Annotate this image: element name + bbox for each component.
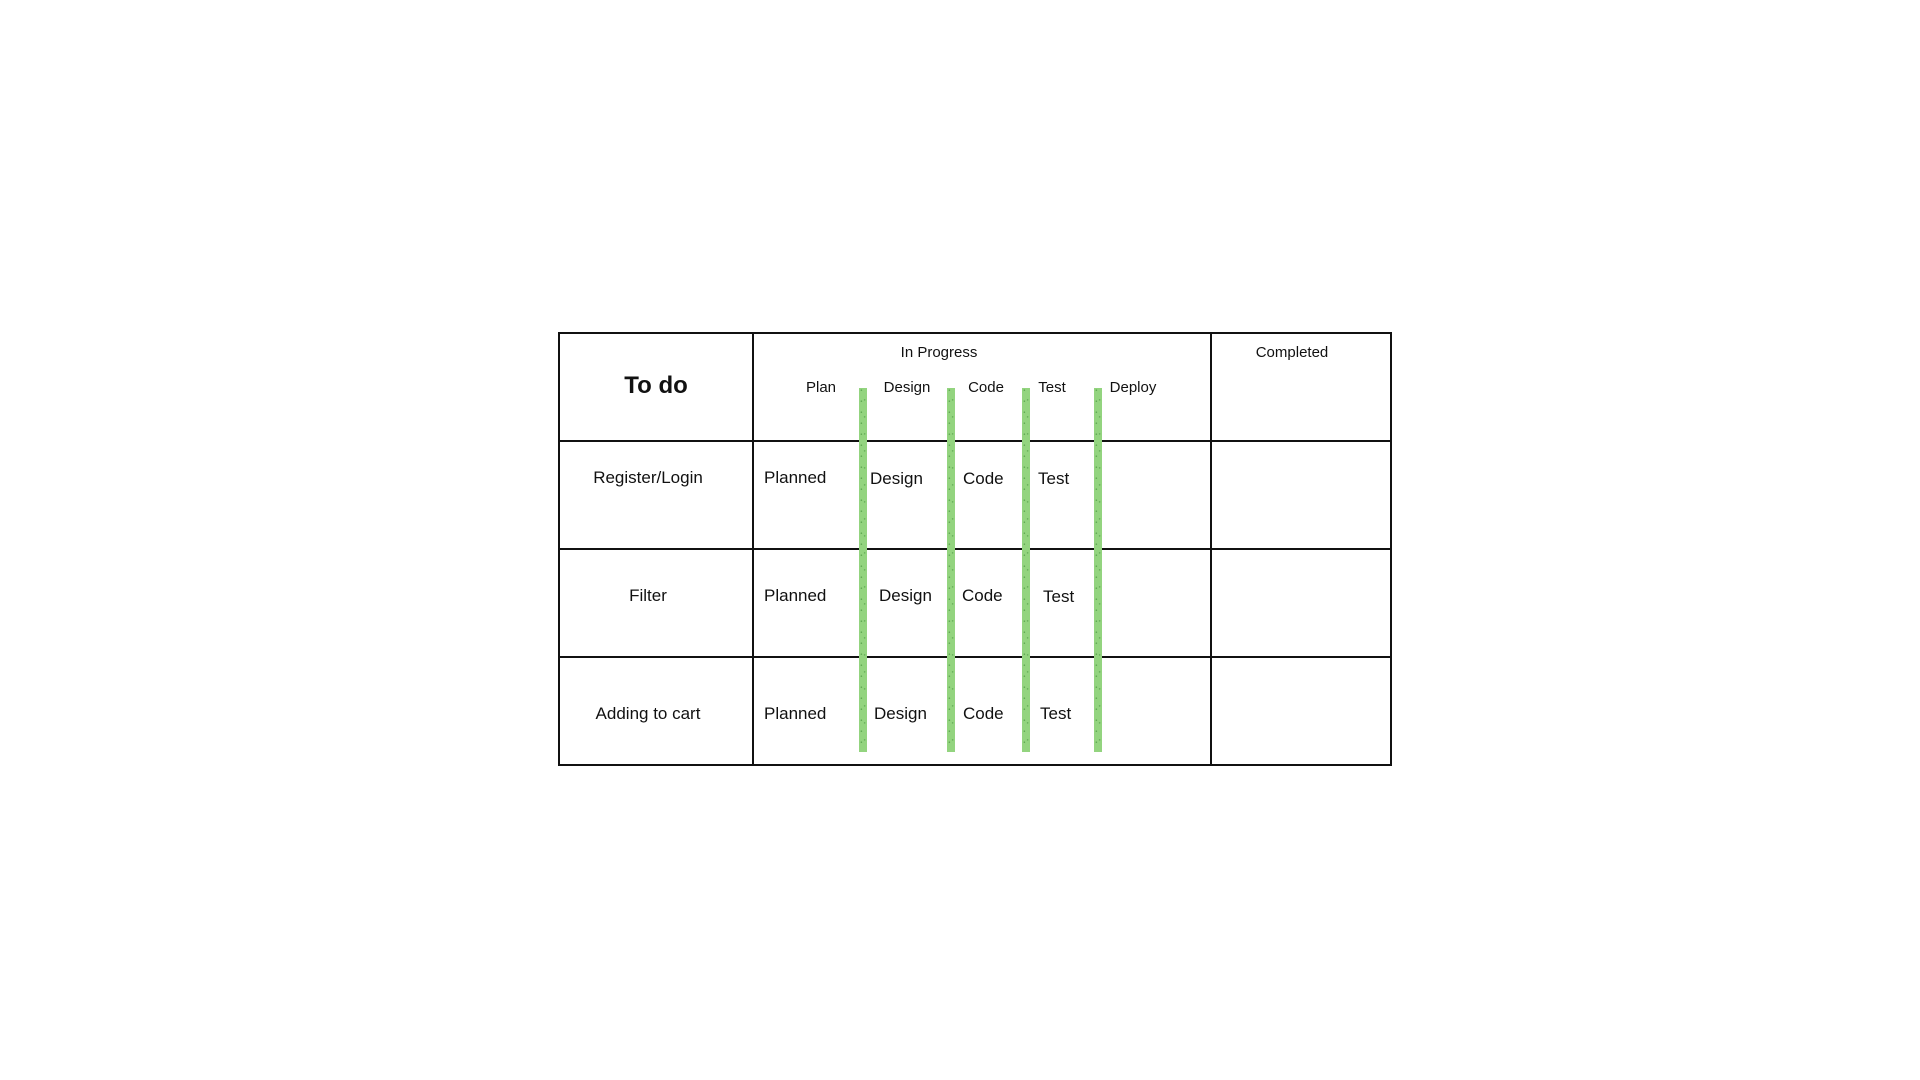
code-status: Code bbox=[962, 586, 1003, 605]
stage-divider-design-code bbox=[947, 388, 955, 752]
test-status: Test bbox=[1040, 704, 1072, 723]
progress-cell bbox=[752, 440, 1212, 550]
task-name: Adding to cart bbox=[595, 704, 701, 723]
kanban-board: To do In Progress Completed Plan Design … bbox=[558, 332, 1392, 766]
design-status: Design bbox=[870, 469, 923, 488]
design-status: Design bbox=[879, 586, 932, 605]
stage-divider-code-test bbox=[1022, 388, 1030, 752]
plan-status: Planned bbox=[764, 704, 827, 723]
code-status: Code bbox=[963, 704, 1004, 723]
stage-label-test: Test bbox=[1038, 379, 1066, 396]
todo-column-title: To do bbox=[624, 372, 688, 399]
stage-label-deploy: Deploy bbox=[1109, 379, 1157, 396]
design-status: Design bbox=[874, 704, 927, 723]
stage-label-design: Design bbox=[883, 379, 931, 396]
stage-divider-plan-design bbox=[859, 388, 867, 752]
completed-cell bbox=[1210, 440, 1392, 550]
stage-label-code: Code bbox=[968, 379, 1004, 396]
task-cell bbox=[558, 440, 754, 550]
task-name: Register/Login bbox=[593, 468, 703, 487]
stage-label-plan: Plan bbox=[805, 379, 837, 396]
plan-status: Planned bbox=[764, 468, 827, 487]
test-status: Test bbox=[1038, 469, 1070, 488]
task-name: Filter bbox=[629, 586, 667, 605]
in-progress-column-title: In Progress bbox=[900, 344, 978, 361]
completed-cell bbox=[1210, 548, 1392, 658]
code-status: Code bbox=[963, 469, 1004, 488]
completed-cell bbox=[1210, 656, 1392, 766]
completed-column-title: Completed bbox=[1255, 344, 1329, 361]
plan-status: Planned bbox=[764, 586, 827, 605]
stage-divider-test-deploy bbox=[1094, 388, 1102, 752]
test-status: Test bbox=[1043, 587, 1075, 606]
